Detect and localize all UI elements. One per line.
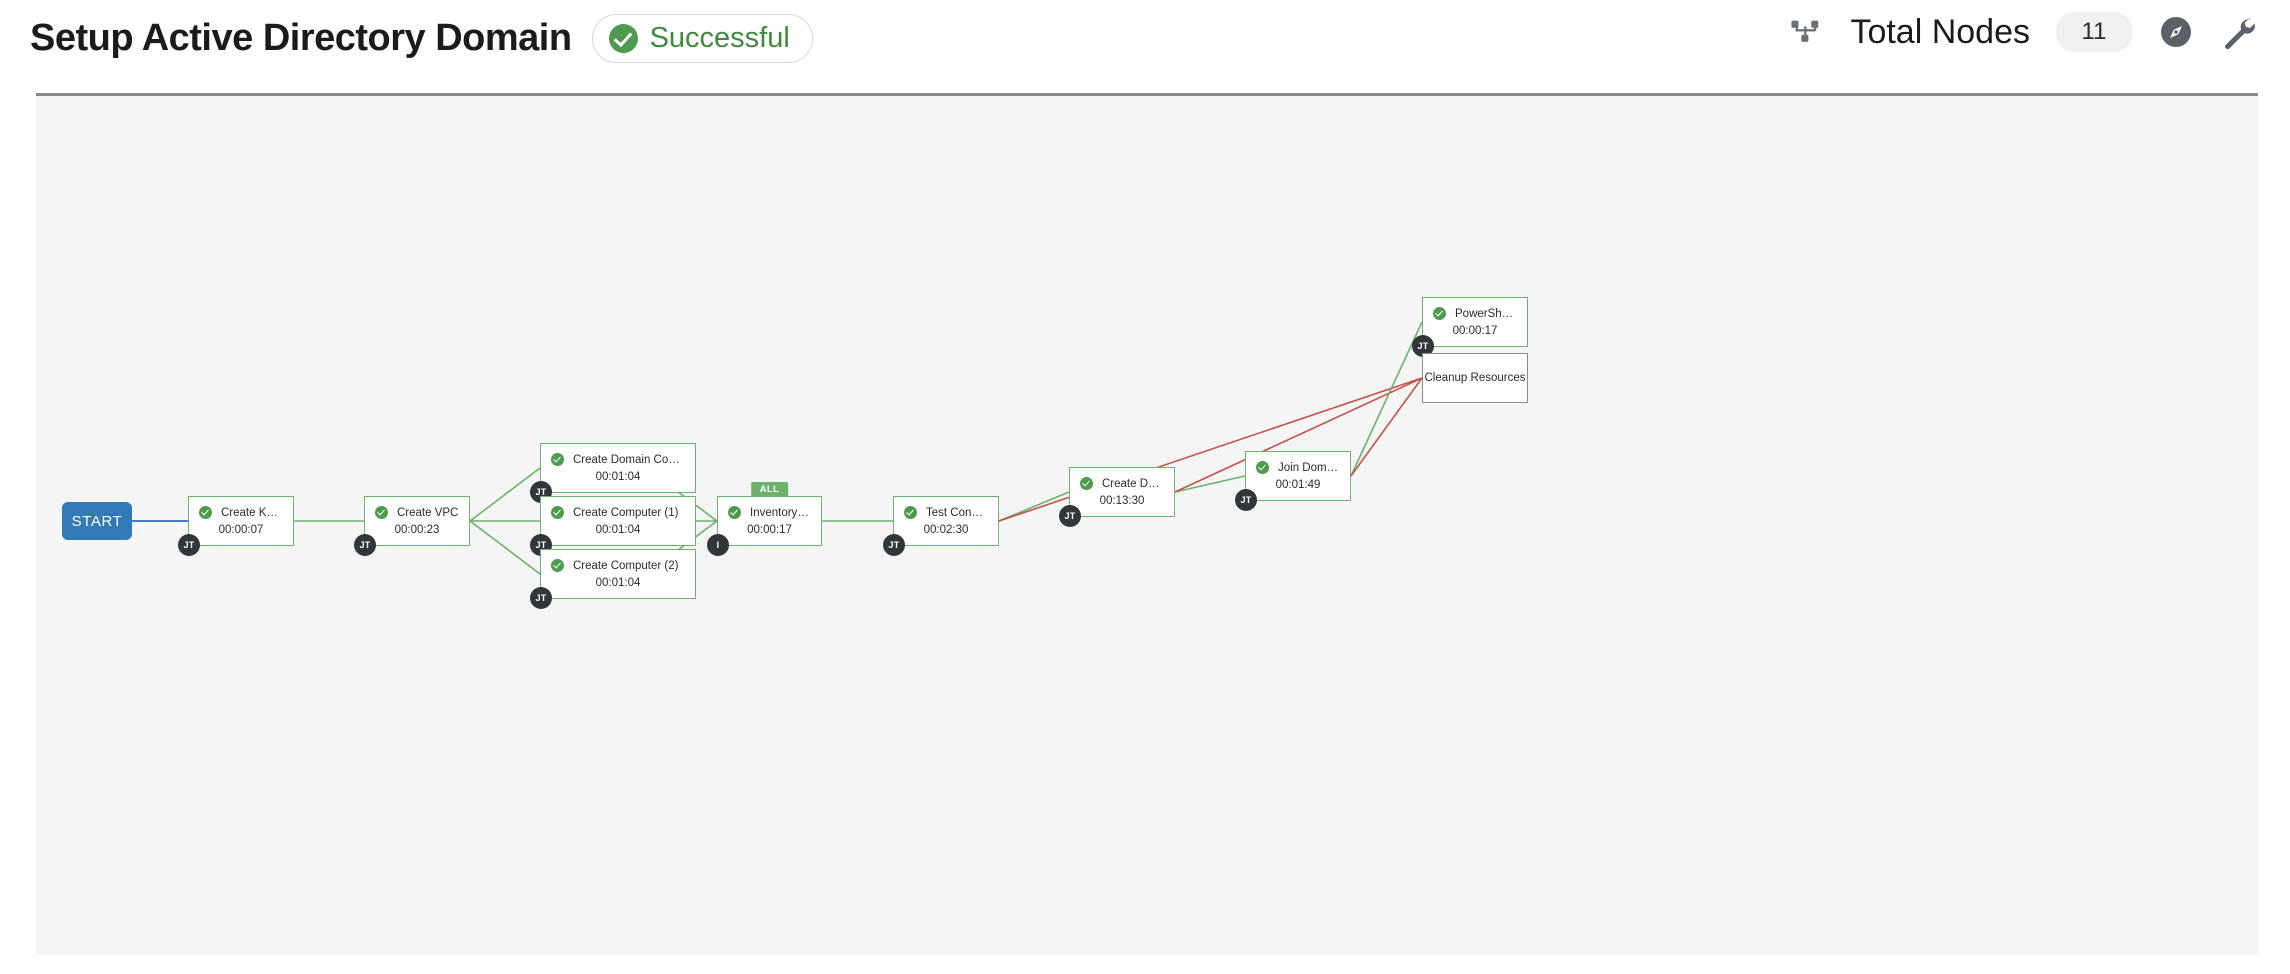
node-badge-job-template[interactable]: JT [1412,335,1434,357]
total-nodes-count: 11 [2056,12,2132,52]
start-node[interactable]: START [62,502,132,540]
node-header: Create Domain [1070,468,1174,490]
node-elapsed: 00:00:23 [394,524,440,536]
status-badge-label: Successful [649,22,790,54]
edge-create-vpc-to-create-domain-controller [469,467,541,522]
edge-join-domain-to-cleanup-resources [1350,377,1423,477]
sitemap-icon [1790,15,1824,49]
node-label: Create Computer (1) [573,506,679,519]
check-circle-icon [551,453,564,466]
node-label: Test Connectivity [926,506,988,519]
node-label: Create Keypair [221,506,283,519]
workflow-node-create-vpc[interactable]: Create VPC 00:00:23 JT [354,496,470,556]
node-elapsed: 00:13:30 [1099,495,1145,507]
workflow-node-cleanup-resources[interactable]: Cleanup Resources [1422,353,1528,403]
check-circle-icon [608,24,638,53]
check-circle-icon [551,506,564,519]
node-tag-all: ALL [750,482,789,497]
check-circle-icon [1433,307,1446,320]
check-circle-icon [904,506,917,519]
node-label: Inventory Sync [750,506,811,519]
edge-test-connectivity-to-cleanup-resources [998,377,1423,522]
node-badge-job-template[interactable]: JT [354,534,376,556]
node-header: Create Computer (2) [541,550,695,572]
workflow-node-powershell-validation[interactable]: PowerShell Validation 00:00:17 JT [1412,297,1528,357]
node-header: Create VPC [365,497,469,519]
workflow-node-test-connectivity[interactable]: Test Connectivity 00:02:30 JT [883,496,999,556]
workflow-node-inventory-sync[interactable]: ALL Inventory Sync 00:00:17 I [707,482,822,556]
node-label: Create VPC [397,506,459,519]
check-circle-icon [1080,477,1093,490]
workflow-node-create-domain-controller[interactable]: Create Domain Contr... 00:01:04 JT [530,443,696,503]
wrench-icon[interactable] [2220,14,2256,50]
node-header: PowerShell Validation [1423,298,1527,320]
node-badge-inventory[interactable]: I [707,534,729,556]
edge-join-domain-to-powershell-validation [1350,321,1423,477]
workflow-node-create-computer-1[interactable]: Create Computer (1) 00:01:04 JT [530,496,696,556]
check-circle-icon [551,559,564,572]
edge-create-domain-to-cleanup-resources [1174,377,1423,493]
node-elapsed: 00:01:04 [595,524,641,536]
header-left-group: Setup Active Directory Domain Successful [30,14,813,63]
node-badge-job-template[interactable]: JT [883,534,905,556]
check-circle-icon [1256,461,1269,474]
node-elapsed: 00:01:04 [595,577,641,589]
node-badge-job-template[interactable]: JT [530,587,552,609]
check-circle-icon [375,506,388,519]
node-label: Create Domain [1102,477,1164,490]
node-elapsed: 00:00:17 [747,524,792,536]
node-elapsed: 00:01:04 [595,471,641,483]
node-header: Inventory Sync [718,497,821,519]
node-header: Create Computer (1) [541,497,695,519]
workflow-node-create-domain[interactable]: Create Domain 00:13:30 JT [1059,467,1175,527]
node-header: Test Connectivity [894,497,998,519]
node-label: Cleanup Resources [1424,372,1526,384]
edge-test-connectivity-to-create-domain [998,491,1070,522]
node-header: Join Domain [1246,452,1350,474]
node-badge-job-template[interactable]: JT [1235,489,1257,511]
edge-create-vpc-to-create-computer-2 [469,520,541,575]
node-header: Create Keypair [189,497,293,519]
node-elapsed: 00:02:30 [923,524,969,536]
node-elapsed: 00:00:17 [1452,325,1498,337]
total-nodes-label: Total Nodes [1850,12,2030,51]
workflow-graph-canvas[interactable]: START Create Keypair 00:00:07 JT Create … [36,96,2258,955]
node-badge-job-template[interactable]: JT [1059,505,1081,527]
page-header: Setup Active Directory Domain Successful… [0,0,2290,96]
node-badge-job-template[interactable]: JT [178,534,200,556]
compass-icon[interactable] [2158,14,2194,50]
node-label: Join Domain [1278,461,1340,474]
workflow-node-join-domain[interactable]: Join Domain 00:01:49 JT [1235,451,1351,511]
check-circle-icon [728,506,741,519]
workflow-node-create-computer-2[interactable]: Create Computer (2) 00:01:04 JT [530,549,696,609]
check-circle-icon [199,506,212,519]
header-divider [36,93,2258,96]
status-badge: Successful [591,14,813,63]
node-label: Create Computer (2) [573,559,679,572]
node-label: Create Domain Contr... [573,453,685,466]
node-elapsed: 00:00:07 [218,524,264,536]
workflow-node-create-keypair[interactable]: Create Keypair 00:00:07 JT [178,496,294,556]
node-label: PowerShell Validation [1455,307,1517,320]
node-header: Create Domain Contr... [541,444,695,466]
node-elapsed: 00:01:49 [1275,479,1321,491]
header-right-group: Total Nodes 11 [1790,12,2256,52]
page-title: Setup Active Directory Domain [30,17,572,59]
edge-create-domain-to-join-domain [1174,475,1246,493]
